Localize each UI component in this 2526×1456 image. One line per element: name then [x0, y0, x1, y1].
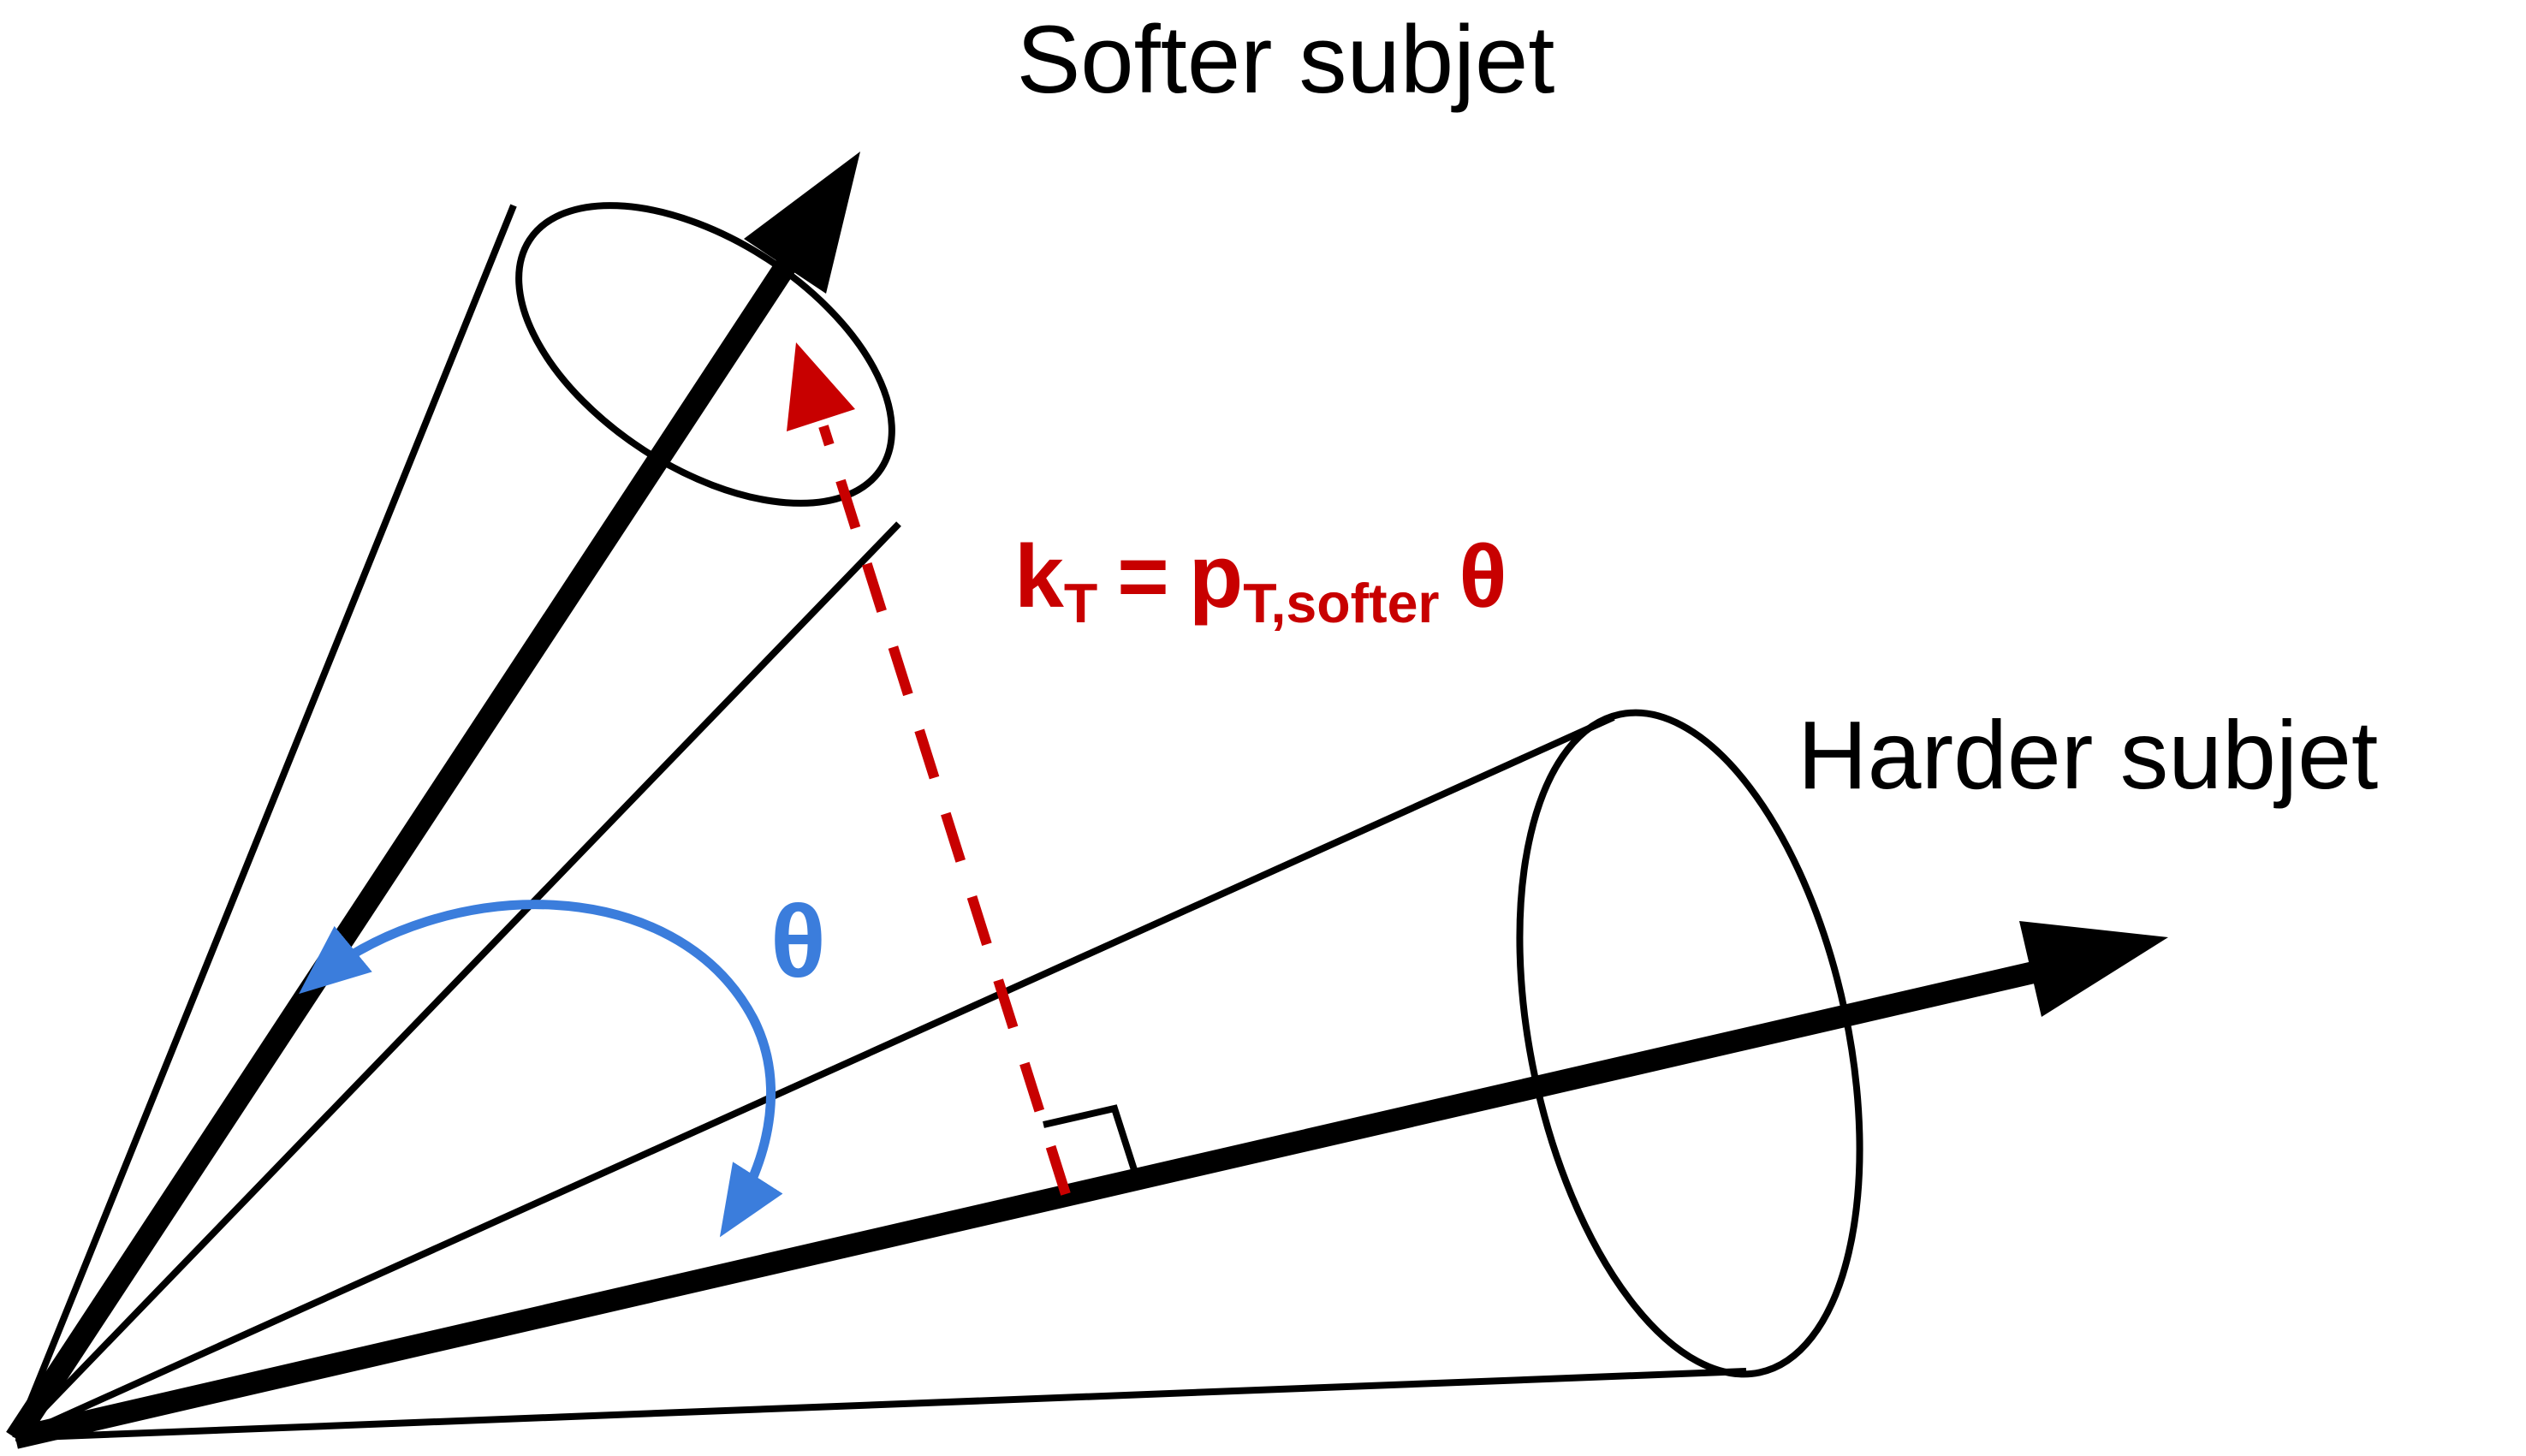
- harder-subjet-axis-arrow: [13, 921, 2168, 1449]
- kt-dashed-line: [818, 425, 1071, 1196]
- harder-axis-arrowhead-icon: [2019, 921, 2168, 1017]
- formula-lhs: k: [1014, 527, 1064, 627]
- harder-cone-bottom-edge: [15, 1368, 1747, 1441]
- formula-theta: θ: [1459, 527, 1507, 627]
- formula-equals: =: [1117, 527, 1169, 627]
- kt-arrowhead-icon: [787, 342, 855, 431]
- formula-lhs-subscript: T: [1063, 573, 1098, 635]
- formula-rhs-subscript: T,softer: [1243, 573, 1440, 635]
- harder-subjet-label: Harder subjet: [1798, 701, 2379, 809]
- right-angle-marker: [1043, 1104, 1140, 1180]
- formula-rhs: p: [1188, 527, 1244, 627]
- kt-dashed-arrow: [787, 342, 1071, 1196]
- softer-axis-shaft: [6, 250, 801, 1445]
- softer-axis-arrowhead-icon: [744, 152, 860, 294]
- harder-axis-shaft: [13, 960, 2040, 1449]
- softer-cone-right-edge: [13, 521, 901, 1441]
- theta-angle-label: θ: [770, 884, 826, 999]
- softer-subjet-label: Softer subjet: [1016, 6, 1555, 113]
- softer-cone-opening-ellipse: [515, 202, 895, 507]
- theta-arc-arrow: [299, 900, 783, 1238]
- softer-subjet-axis-arrow: [6, 152, 860, 1445]
- softer-cone-left-edge: [12, 204, 517, 1440]
- harder-cone-top-edge: [14, 714, 1615, 1441]
